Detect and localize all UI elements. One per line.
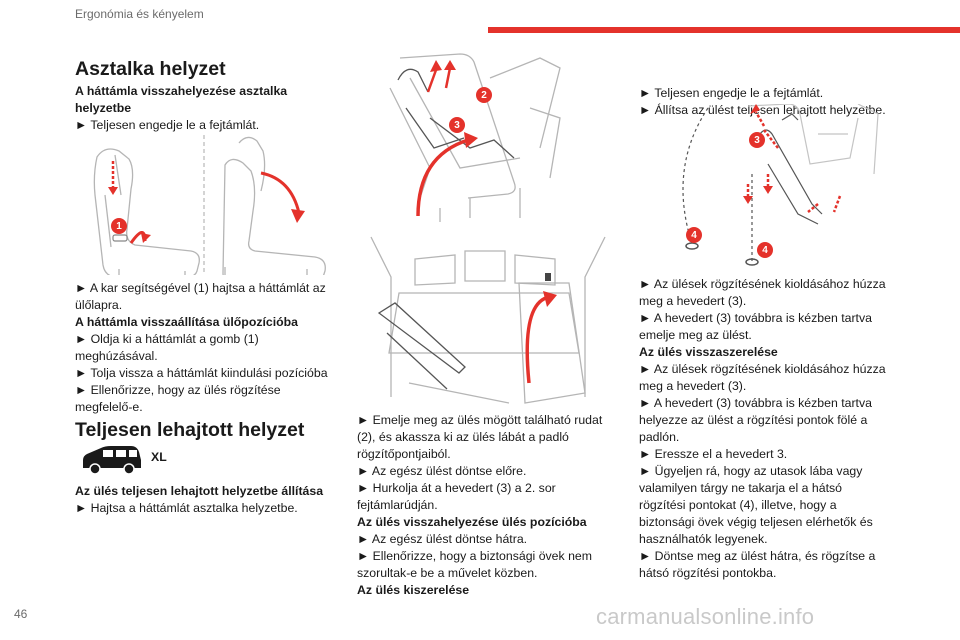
step-text: ► Állítsa az ülést teljesen lehajtott he… xyxy=(639,103,886,117)
subheading-seat-back: Az ülés visszahelyezése ülés pozícióba xyxy=(357,515,587,529)
second-row-illustration xyxy=(370,236,606,404)
header-accent-bar xyxy=(488,27,960,33)
seat-removal-illustration xyxy=(682,104,879,266)
step-text: ► Hajtsa a háttámlát asztalka helyzetbe. xyxy=(75,501,298,515)
callout-badge-2: 2 xyxy=(476,87,492,103)
step-text: ► A hevedert (3) továbbra is kézben tart… xyxy=(639,311,872,342)
step-text: ► Emelje meg az ülés mögött található ru… xyxy=(357,413,603,461)
subheading-backrest-table: A háttámla visszahelyezése asztalka hely… xyxy=(75,84,288,115)
step-text: ► Az ülések rögzítésének kioldásához húz… xyxy=(639,362,886,393)
column-1-bottom: Az ülés teljesen lehajtott helyzetbe áll… xyxy=(75,483,337,517)
page-number: 46 xyxy=(14,607,28,621)
step-text: ► Az egész ülést döntse hátra. xyxy=(357,532,528,546)
section-header: Ergonómia és kényelem xyxy=(75,7,204,21)
section-title-table-position: Asztalka helyzet xyxy=(75,58,226,80)
column-1-middle: ► A kar segítségével (1) hajtsa a háttám… xyxy=(75,280,337,416)
callout-badge-3: 3 xyxy=(449,117,465,133)
section-title-fully-folded: Teljesen lehajtott helyzet xyxy=(75,419,305,441)
step-text: ► Ellenőrizze, hogy az ülés rögzítése me… xyxy=(75,383,281,414)
subheading-backrest-seat: A háttámla visszaállítása ülőpozícióba xyxy=(75,315,299,329)
step-text: ► A kar segítségével (1) hajtsa a háttám… xyxy=(75,281,326,312)
step-text: ► Hurkolja át a hevedert (3) a 2. sor fe… xyxy=(357,481,556,512)
step-text: ► Teljesen engedje le a fejtámlát. xyxy=(75,118,260,132)
seat-folding-illustration xyxy=(93,135,326,275)
callout-badge-1: 1 xyxy=(111,218,127,234)
callout-badge-4-left: 4 xyxy=(686,227,702,243)
step-text: ► Teljesen engedje le a fejtámlát. xyxy=(639,86,824,100)
car-icon xyxy=(83,446,141,475)
step-text: ► Döntse meg az ülést hátra, és rögzítse… xyxy=(639,549,876,580)
step-text: ► Eressze el a hevedert 3. xyxy=(639,447,788,461)
column-3-top: ► Teljesen engedje le a fejtámlát. ► Áll… xyxy=(639,85,889,119)
step-text: ► Az ülések rögzítésének kioldásához húz… xyxy=(639,277,886,308)
callout-badge-3-right: 3 xyxy=(749,132,765,148)
subheading-seat-removal: Az ülés kiszerelése xyxy=(357,583,470,597)
xl-label: XL xyxy=(151,450,167,464)
step-text: ► Tolja vissza a háttámlát kiindulási po… xyxy=(75,366,328,380)
step-text: ► Ellenőrizze, hogy a biztonsági övek ne… xyxy=(357,549,593,580)
step-text: ► Az egész ülést döntse előre. xyxy=(357,464,527,478)
column-2-text: ► Emelje meg az ülés mögött található ru… xyxy=(357,412,607,599)
subheading-seat-reinstall: Az ülés visszaszerelése xyxy=(639,345,778,359)
step-text: ► A hevedert (3) továbbra is kézben tart… xyxy=(639,396,872,444)
step-text: ► Ügyeljen rá, hogy az utasok lába vagy … xyxy=(639,464,873,546)
step-text: ► Oldja ki a háttámlát a gomb (1) meghúz… xyxy=(75,332,259,363)
column-1-top: A háttámla visszahelyezése asztalka hely… xyxy=(75,83,337,134)
subheading-fully-folded: Az ülés teljesen lehajtott helyzetbe áll… xyxy=(75,484,324,498)
column-3-text: ► Az ülések rögzítésének kioldásához húz… xyxy=(639,276,889,582)
watermark: carmanualsonline.info xyxy=(596,604,815,629)
callout-badge-4-right: 4 xyxy=(757,242,773,258)
seat-tilt-illustration xyxy=(389,53,561,222)
